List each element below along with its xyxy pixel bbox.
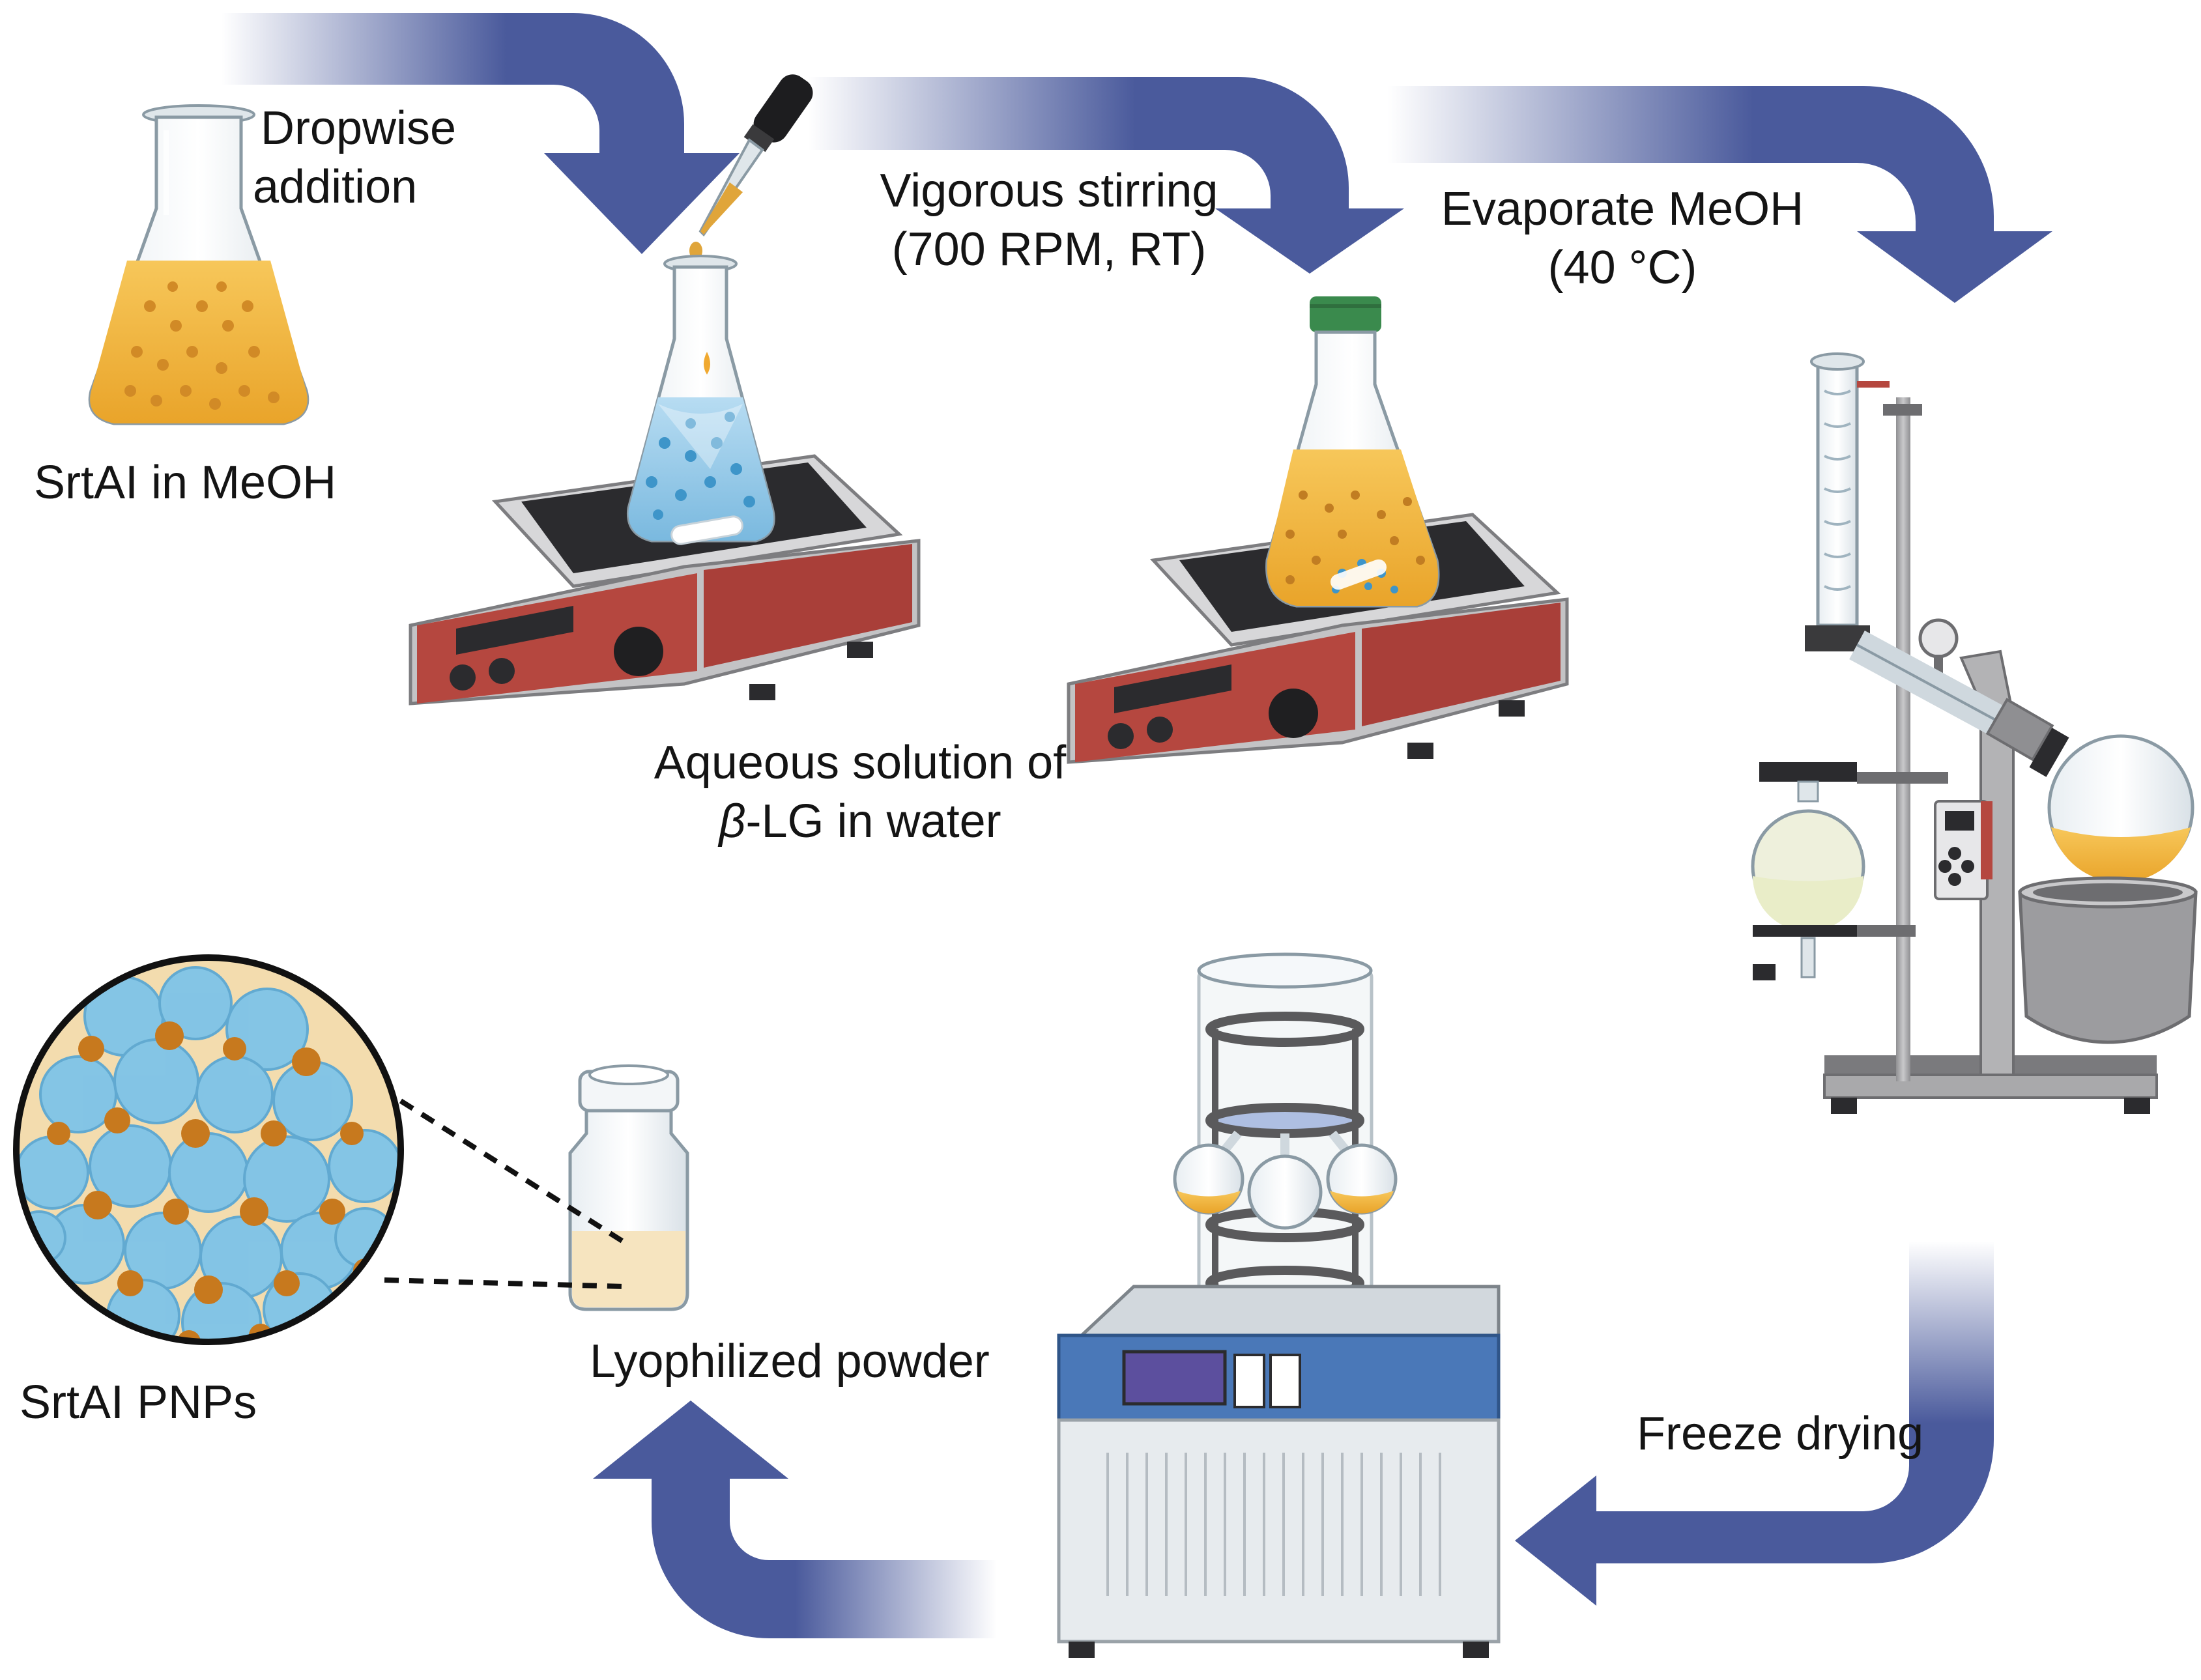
label-vigorous-stirring: Vigorous stirring (700 RPM, RT) xyxy=(880,165,1218,276)
capped-flask-icon xyxy=(1265,296,1440,608)
arrow-dropwise-to-stirrer xyxy=(222,13,740,254)
label-srtai-in-meoh: SrtAI in MeOH xyxy=(34,457,337,509)
label-srtai-pnps: SrtAI PNPs xyxy=(20,1376,257,1429)
dropper-pipette-icon xyxy=(689,74,813,260)
beta-symbol: β xyxy=(719,795,746,847)
arrow-stirring-to-bottle xyxy=(808,77,1404,274)
nanoparticle-magnified-icon xyxy=(13,954,626,1345)
rotary-evaporator-icon xyxy=(1751,352,2198,1114)
label-lyophilized-powder: Lyophilized powder xyxy=(590,1335,990,1388)
arrow-rotovap-to-freeze-dryer xyxy=(1515,1241,1994,1606)
arrow-freeze-dryer-to-powder xyxy=(593,1401,997,1638)
arrow-evaporate-to-rotovap xyxy=(1388,86,2052,303)
label-freeze-drying: Freeze drying xyxy=(1637,1408,1924,1460)
label-evaporate-meoh: Evaporate MeOH (40 °C) xyxy=(1441,183,1804,294)
erlenmeyer-flask-icon xyxy=(626,255,775,545)
freeze-dryer-icon xyxy=(1057,952,1501,1658)
erlenmeyer-flask-icon xyxy=(88,104,309,425)
vial-icon xyxy=(568,1064,689,1311)
magnetic-stirrer-hotplate-icon xyxy=(1067,513,1569,764)
label-aqueous-solution: Aqueous solution of β-LG in water xyxy=(654,737,1067,847)
label-dropwise-addition: Dropwise addition xyxy=(253,102,457,213)
